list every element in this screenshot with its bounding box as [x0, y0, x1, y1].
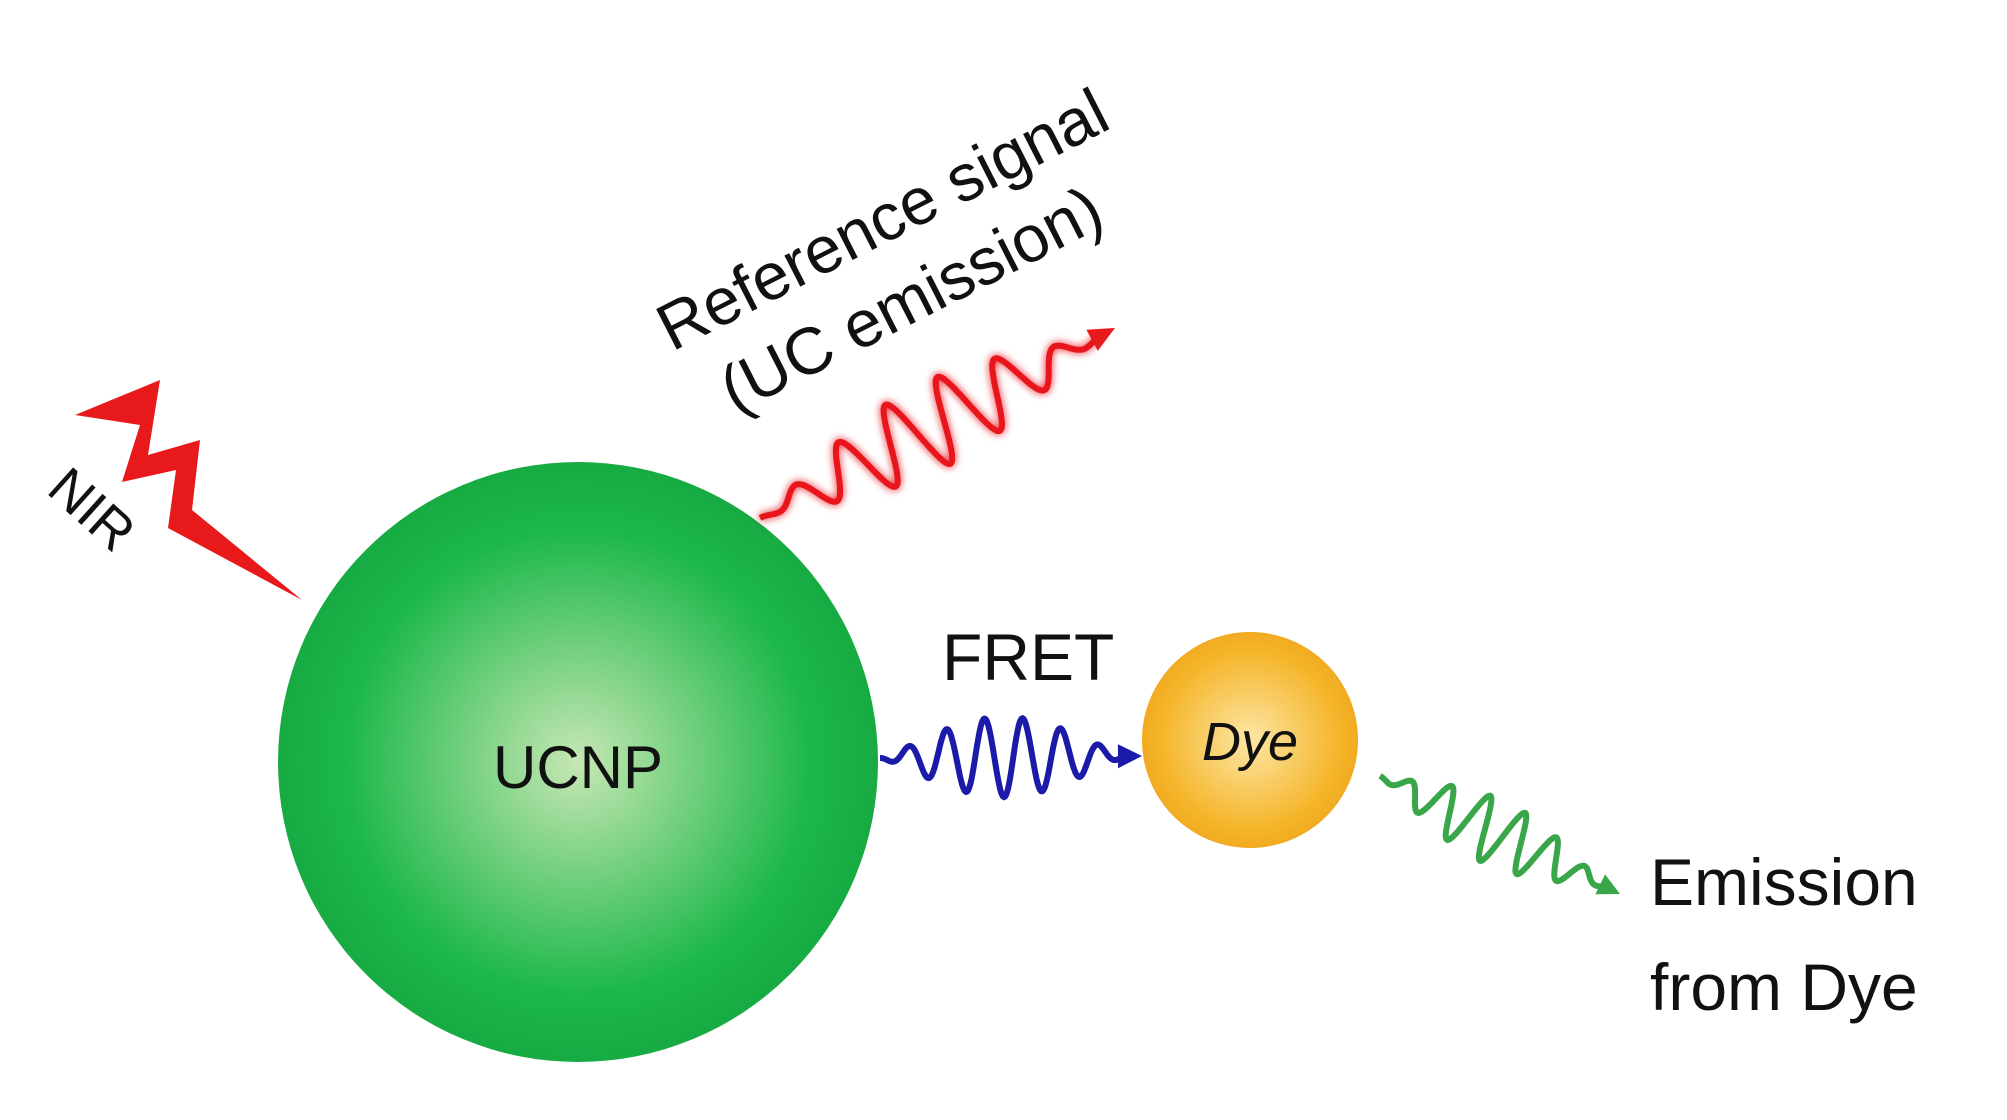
fret-label: FRET: [942, 620, 1114, 694]
fret-wave: [880, 714, 1128, 801]
dye-emission-wave: [1378, 773, 1610, 891]
dye-molecule: [1142, 632, 1358, 848]
nir-lightning-bolt-icon: [75, 380, 302, 600]
fret-arrowhead-icon: [1117, 744, 1142, 769]
ucnp-label: UCNP: [493, 734, 663, 801]
dye-label: Dye: [1202, 712, 1298, 772]
reference-signal-arrowhead-icon: [1086, 328, 1115, 351]
reference-signal-wave: [758, 332, 1103, 521]
dye-emission-arrowhead-icon: [1595, 874, 1620, 895]
ucnp-particle: [278, 462, 878, 1062]
emission-label-line1: Emission: [1650, 845, 1918, 919]
emission-label-line2: from Dye: [1650, 950, 1918, 1024]
